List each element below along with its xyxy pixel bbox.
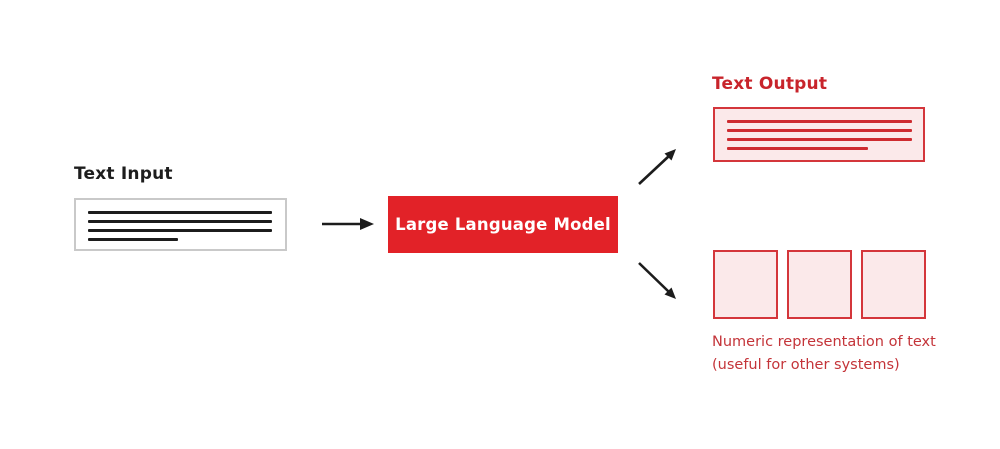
llm-label: Large Language Model [395,215,611,234]
numeric-caption-line2: (useful for other systems) [712,357,900,373]
text-input-box [74,198,287,251]
text-line [88,220,272,223]
llm-box: Large Language Model [388,196,618,253]
text-output-box [713,107,925,162]
text-output-placeholder-lines [727,120,912,150]
arrow-right-icon [322,218,374,230]
numeric-square [787,250,852,319]
arrow-up-right-icon [638,149,676,185]
text-line [727,129,912,132]
arrow-down-right-icon [638,262,676,299]
text-line [88,229,272,232]
text-line [88,211,272,214]
text-output-label: Text Output [712,74,828,94]
text-line [727,120,912,123]
text-line [88,238,179,241]
numeric-caption: Numeric representation of text (useful f… [712,331,936,377]
numeric-square [861,250,926,319]
text-input-placeholder-lines [88,211,272,241]
numeric-square [713,250,778,319]
text-input-label: Text Input [74,164,173,184]
numeric-caption-line1: Numeric representation of text [712,334,936,350]
numeric-squares [713,250,926,319]
text-line [727,147,868,150]
text-line [727,138,912,141]
